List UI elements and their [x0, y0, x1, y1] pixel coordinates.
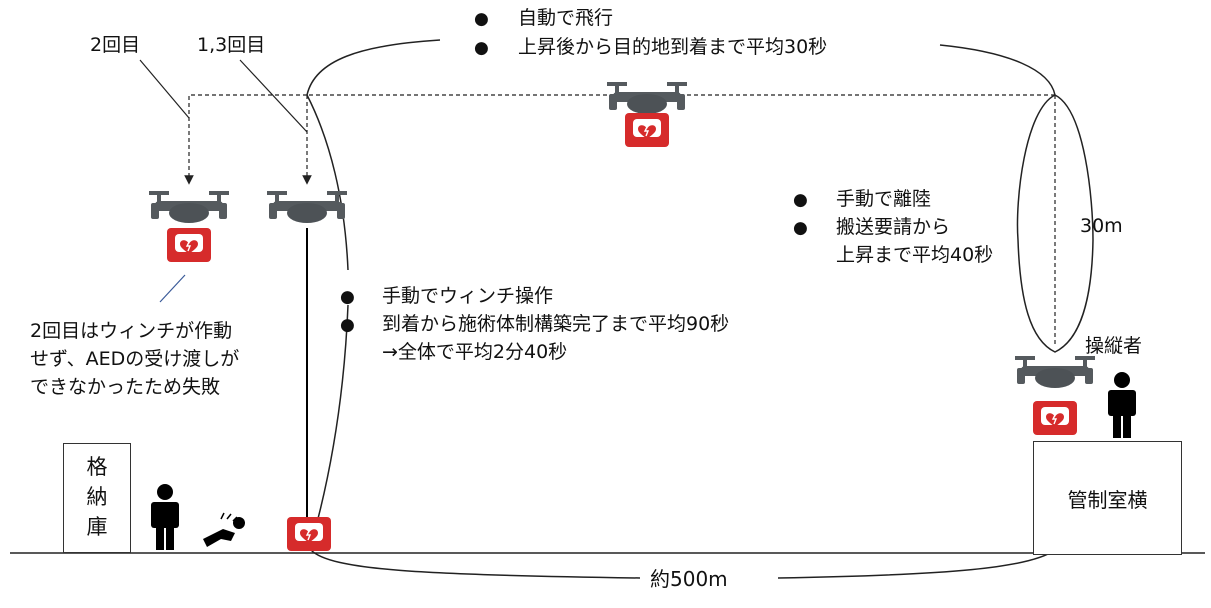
winch-note: →全体で平均2分40秒	[382, 341, 568, 363]
height-label: 30m	[1080, 215, 1123, 237]
person-icon	[151, 484, 179, 550]
failure-note: せず、AEDの受け渡しが	[30, 348, 240, 370]
failure-note: できなかったため失敗	[30, 376, 221, 398]
control-room-label: 管制室横	[1067, 488, 1148, 512]
operator-label: 操縦者	[1085, 335, 1143, 357]
winch-note: 手動でウィンチ操作	[382, 285, 554, 307]
failure-note: 2回目はウィンチが作動	[30, 320, 233, 342]
takeoff-note: 搬送要請から	[836, 216, 951, 238]
storage-label-char: 納	[86, 485, 108, 509]
ascent-ellipse	[1016, 94, 1094, 353]
storage-label-char: 格	[86, 455, 108, 479]
person-icon	[1108, 372, 1136, 438]
pointer-failure	[159, 274, 186, 303]
flight-path-curve	[306, 39, 1056, 96]
route-to-second	[184, 94, 307, 185]
aed-icon	[1032, 400, 1078, 436]
aed-icon	[286, 516, 332, 552]
flight-note: 上昇後から目的地到着まで平均30秒	[518, 36, 828, 58]
flight-note-bullet: ●	[474, 9, 489, 29]
flight-note-bullet: ●	[474, 38, 489, 58]
winch-note-bullet: ●	[340, 287, 355, 307]
winch-note-bullet: ●	[340, 315, 355, 335]
pointer-first-third	[239, 59, 308, 133]
storage-box: 格 納 庫	[63, 443, 131, 553]
distance-label: 約500m	[650, 567, 728, 591]
drone-icon	[607, 82, 687, 114]
drone-icon	[267, 191, 347, 223]
control-room-box: 管制室横	[1033, 441, 1182, 555]
pointer-second	[139, 59, 190, 119]
takeoff-note-bullet: ●	[793, 218, 808, 238]
drone-icon	[1015, 356, 1095, 388]
aed-icon	[166, 227, 212, 263]
takeoff-note: 上昇まで平均40秒	[836, 244, 994, 266]
takeoff-note-bullet: ●	[793, 190, 808, 210]
flight-note: 自動で飛行	[518, 7, 614, 29]
storage-label-char: 庫	[86, 515, 108, 539]
distance-curve	[310, 549, 1056, 579]
drone-icon	[149, 191, 229, 223]
collapsed-person-icon	[203, 512, 245, 547]
takeoff-note: 手動で離陸	[836, 188, 932, 210]
label-first-third-attempt: 1,3回目	[197, 34, 266, 56]
winch-note: 到着から施術体制構築完了まで平均90秒	[382, 313, 730, 335]
descent-curve	[306, 94, 349, 546]
aed-icon	[624, 112, 670, 148]
label-second-attempt: 2回目	[90, 34, 141, 56]
